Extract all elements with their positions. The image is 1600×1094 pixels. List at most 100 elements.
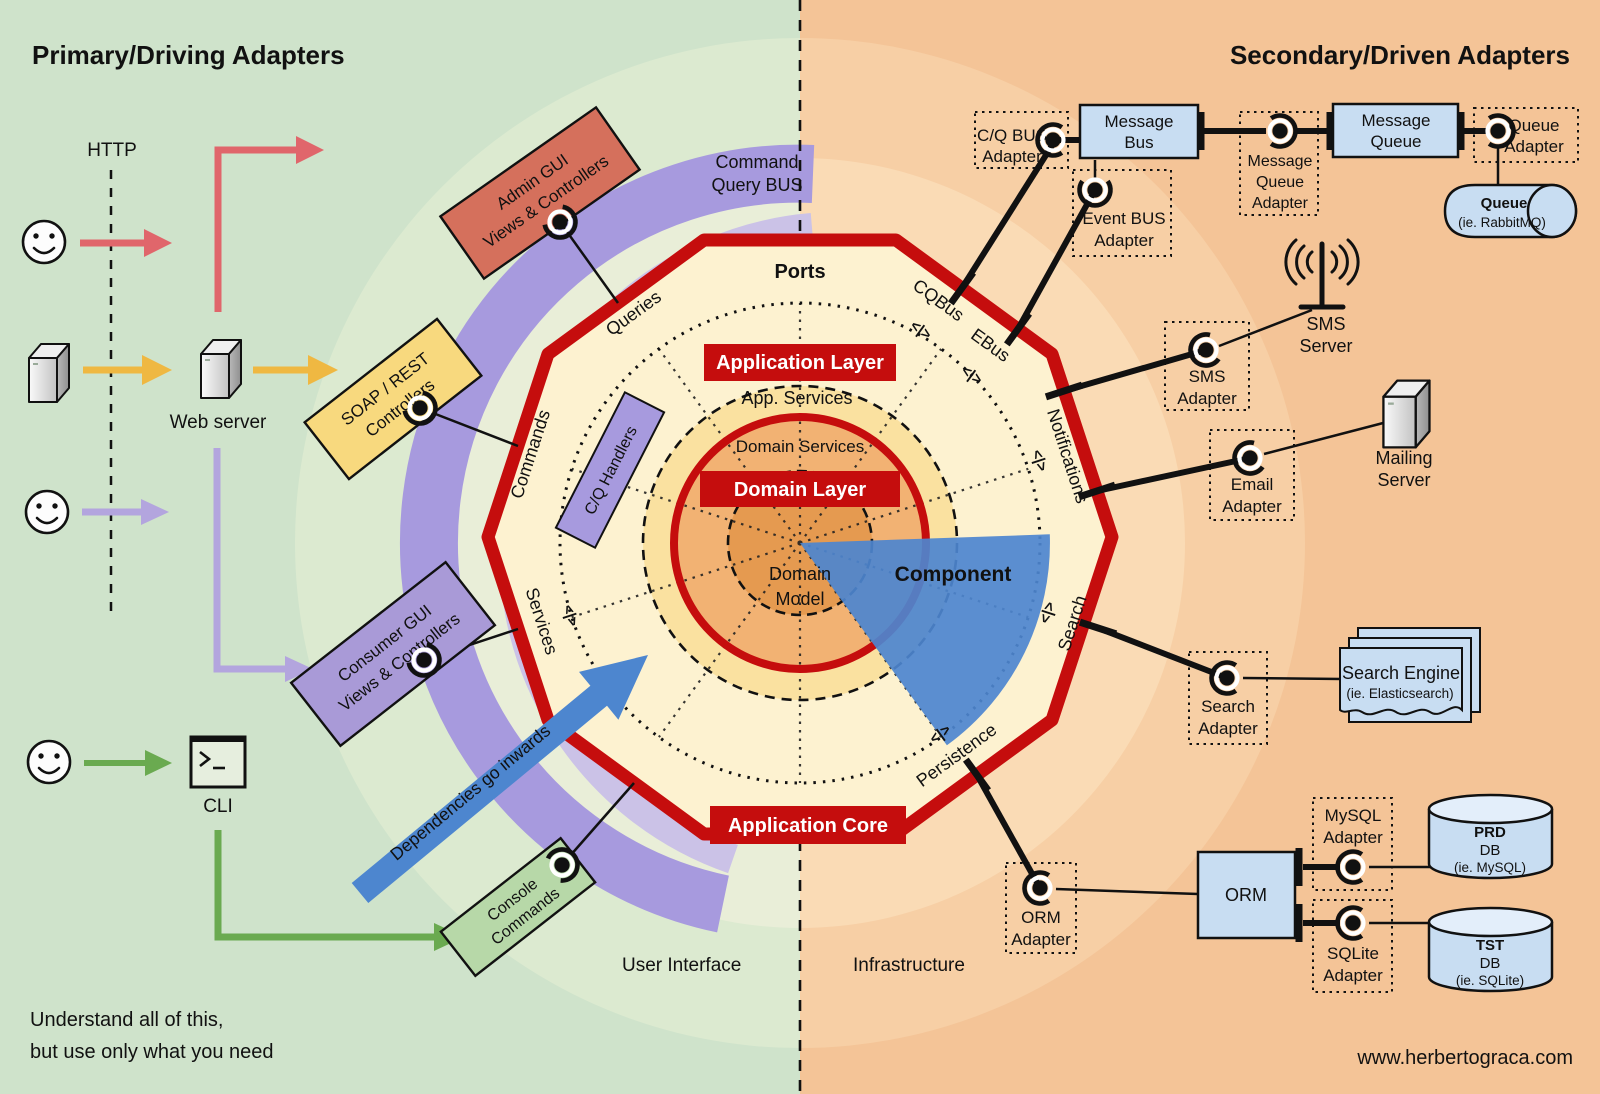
email-adapter-label-line2: Adapter [1222, 497, 1282, 516]
sms-server-label-line1: SMS [1306, 314, 1345, 334]
sms-server-antenna-icon [1284, 238, 1360, 310]
application-core-banner [710, 806, 906, 844]
mysql-adapter-label-line1: MySQL [1325, 806, 1382, 825]
prd-db-label-line2: DB [1480, 842, 1501, 859]
email-adapter-label-line1: Email [1231, 475, 1274, 494]
mq-adapter-label-line1: Message [1248, 153, 1313, 170]
port-icon: <|> [559, 603, 582, 629]
message-queue-adapter-box [1239, 111, 1319, 216]
orm-port-bar-bottom [1295, 904, 1303, 942]
user-icon [26, 739, 72, 785]
sqlite-adapter-label-line2: Adapter [1323, 966, 1383, 985]
message-bus-label-line2: Bus [1124, 133, 1153, 152]
queue-adapter-label-line2: Adapter [1504, 137, 1564, 156]
domain-layer-banner [700, 471, 900, 507]
note-line2: but use only what you need [30, 1041, 274, 1063]
prd-db-label-line1: PRD [1474, 824, 1506, 841]
prd-db-label-line3: (ie. MySQL) [1454, 860, 1526, 875]
tst-db-label-line2: DB [1480, 955, 1501, 972]
mailing-server-label-line1: Mailing [1375, 448, 1432, 468]
domain-model-label-line1: Domain [769, 564, 831, 584]
orm-label: ORM [1225, 885, 1267, 905]
domain-layer-label: Domain Layer [734, 479, 866, 501]
search-engine-docs: Search Engine (ie. Elasticsearch) [1339, 627, 1481, 723]
mailing-server-label-line2: Server [1377, 470, 1430, 490]
search-engine-label-line1: Search Engine [1342, 663, 1460, 683]
orm-adapter-label-line1: ORM [1021, 908, 1061, 927]
port-icon: <|> [1036, 599, 1059, 625]
mysql-adapter-label-line2: Adapter [1323, 828, 1383, 847]
tst-db-label-line1: TST [1476, 937, 1504, 954]
domain-model-label-line2: Model [775, 589, 824, 609]
message-queue-label-line2: Queue [1370, 132, 1421, 151]
cli-terminal: CLI [189, 735, 247, 817]
application-layer-banner [704, 344, 896, 381]
search-adapter-label-line1: Search [1201, 697, 1255, 716]
sms-adapter-label-line1: SMS [1189, 367, 1226, 386]
app-services-label: App. Services [741, 388, 852, 408]
queue-adapter-box [1473, 107, 1579, 163]
orm-box [1196, 850, 1297, 940]
mq-adapter-label-line3: Adapter [1252, 195, 1309, 212]
consumer-gui-box: Consumer GUI Views & Controllers [289, 560, 497, 748]
queue-cylinder: Queue (ie. RabbitMQ) [1443, 183, 1578, 239]
primary-adapters-side: Primary/Driving Adapters HTTP Web server [21, 40, 741, 1063]
cq-bus-adapter-label-line1: C/Q BUS [977, 126, 1047, 145]
event-bus-adapter-label-line2: Adapter [1094, 231, 1154, 250]
message-bus-box [1078, 103, 1200, 160]
user-icon [24, 489, 70, 535]
secondary-adapters-side: Secondary/Driven Adapters Infrastructure… [853, 40, 1579, 1069]
message-queue-label-line1: Message [1362, 111, 1431, 130]
sms-adapter-label-line2: Adapter [1177, 389, 1237, 408]
queue-cylinder-label-line2: (ie. RabbitMQ) [1458, 215, 1546, 230]
application-core-label: Application Core [728, 815, 888, 837]
request-arrows [80, 136, 464, 951]
primary-title: Primary/Driving Adapters [32, 40, 345, 70]
http-label: HTTP [87, 140, 137, 161]
domain-services-label: Domain Services [736, 437, 865, 456]
search-adapter-label-line2: Adapter [1198, 719, 1258, 738]
component-label: Component [895, 563, 1012, 586]
prd-db-cylinder: PRD DB (ie. MySQL) [1427, 793, 1554, 880]
external-server-icon [28, 343, 70, 403]
mailing-server-icon [1382, 379, 1431, 449]
note-line1: Understand all of this, [30, 1009, 223, 1031]
port-icon: <|> [1028, 448, 1051, 474]
web-server-icon [200, 339, 242, 399]
event-bus-adapter-box [1072, 169, 1172, 257]
sms-server-label-line2: Server [1299, 336, 1352, 356]
event-bus-adapter-label-line1: Event BUS [1082, 209, 1165, 228]
message-queue-box [1331, 102, 1460, 159]
cq-bus-adapter-label-line2: Adapter [982, 147, 1042, 166]
orm-port-bar-top [1295, 848, 1303, 886]
mysql-adapter-box [1312, 797, 1393, 891]
tst-db-label-line3: (ie. SQLite) [1456, 973, 1524, 988]
ports-label: Ports [774, 261, 825, 283]
tst-db-cylinder: TST DB (ie. SQLite) [1427, 906, 1554, 993]
sms-adapter-box [1164, 321, 1250, 411]
site-url: www.herbertograca.com [1356, 1047, 1573, 1069]
search-adapter-box [1188, 651, 1268, 745]
message-bus-label-line1: Message [1105, 112, 1174, 131]
sqlite-adapter-box [1312, 899, 1393, 993]
queue-cylinder-label-line1: Queue [1481, 195, 1528, 212]
application-core-decagon: Component Application Layer Domain Layer… [481, 233, 1119, 844]
command-query-bus-label-line1: Command [715, 152, 798, 172]
user-icon [21, 219, 67, 265]
queue-adapter-label-line1: Queue [1508, 116, 1559, 135]
cq-bus-adapter-box [974, 111, 1069, 169]
orm-adapter-label-line2: Adapter [1011, 930, 1071, 949]
orm-adapter-box [1005, 862, 1077, 954]
mq-adapter-label-line2: Queue [1256, 174, 1304, 191]
web-server-label: Web server [170, 412, 267, 433]
application-layer-label: Application Layer [716, 352, 884, 374]
user-interface-label: User Interface [622, 955, 741, 976]
infrastructure-label: Infrastructure [853, 955, 965, 976]
secondary-title: Secondary/Driven Adapters [1230, 40, 1570, 70]
component-wedge [800, 534, 1050, 746]
email-adapter-box [1209, 429, 1295, 521]
command-query-bus-label-line2: Query BUS [711, 175, 802, 195]
sqlite-adapter-label-line1: SQLite [1327, 944, 1379, 963]
cli-label: CLI [203, 796, 233, 817]
